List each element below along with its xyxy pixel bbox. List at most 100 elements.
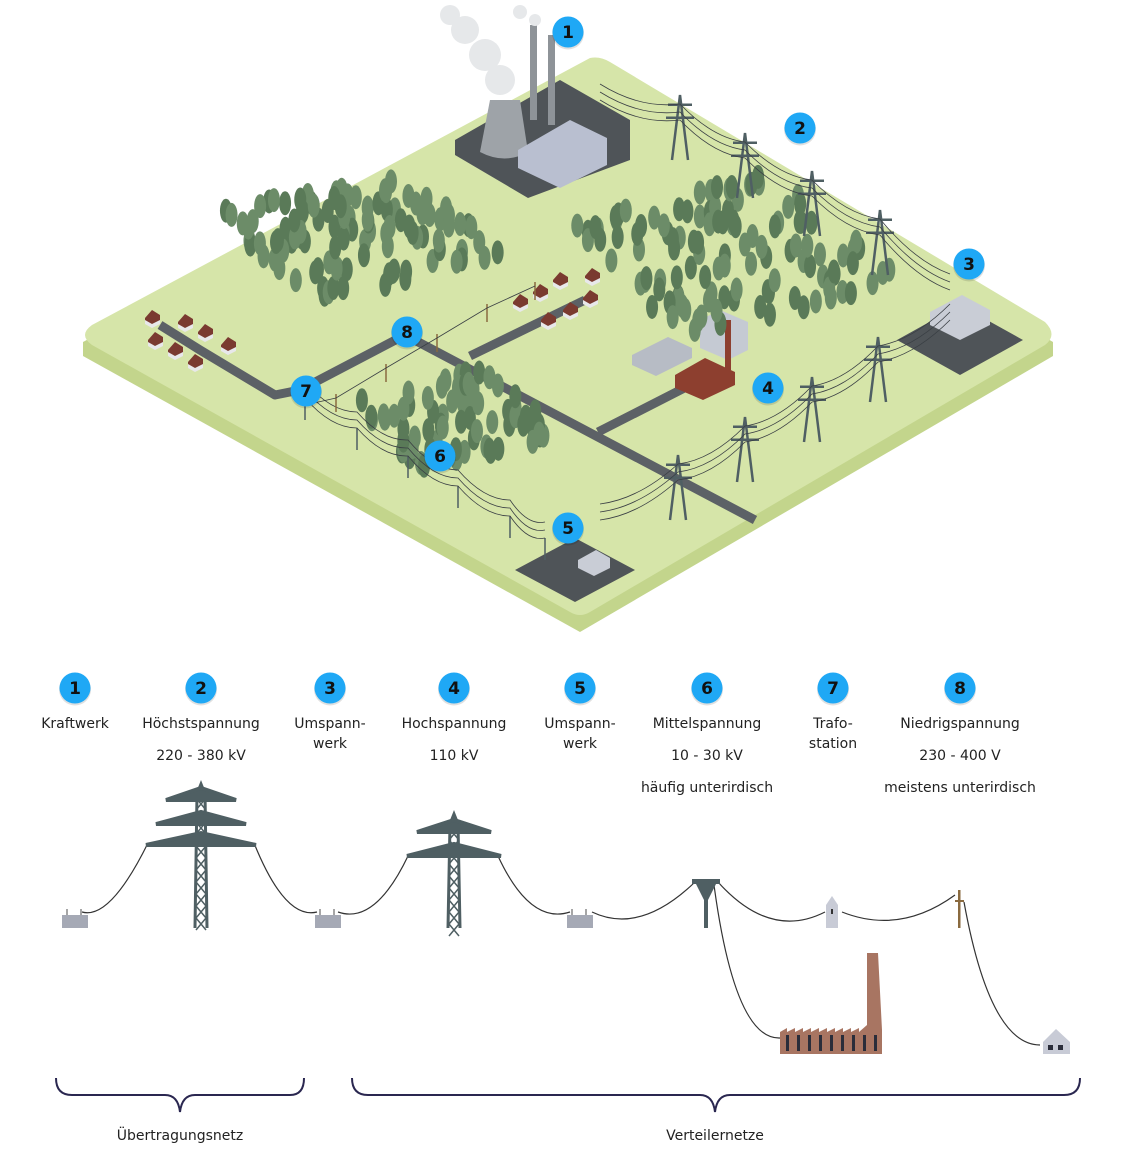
tree (329, 235, 342, 260)
house-wall (585, 278, 600, 286)
tree (377, 403, 390, 428)
legend-voltage: 230 - 400 V (919, 748, 1001, 764)
tree (684, 255, 697, 280)
number-badge: 4 (438, 672, 470, 706)
tree (673, 197, 686, 222)
tree (402, 380, 415, 405)
badge-circle (59, 672, 91, 704)
tree (327, 275, 340, 300)
tree (711, 175, 724, 200)
pylon-lattice (195, 893, 207, 907)
tree (273, 256, 286, 281)
number-badge: 8 (391, 316, 423, 350)
badge-circle (784, 112, 816, 144)
tree (727, 209, 740, 234)
wire (963, 901, 1041, 1046)
badge-circle (438, 672, 470, 704)
tree (801, 233, 814, 258)
tree (788, 286, 801, 311)
wooden-pole-icon (955, 890, 964, 928)
house-wall (168, 352, 183, 360)
tree (403, 214, 416, 239)
pylon-lattice (448, 863, 460, 877)
badge-number: 5 (574, 679, 586, 699)
tree (837, 243, 850, 268)
house-wall (178, 324, 193, 332)
tree (361, 207, 374, 232)
tree (309, 260, 322, 285)
tree (635, 213, 648, 238)
badge-number: 2 (794, 119, 806, 139)
legend-voltage: 220 - 380 kV (156, 748, 246, 764)
legend-title-line2: werk (313, 736, 348, 752)
tree (844, 281, 857, 306)
tree (473, 360, 486, 385)
wire (497, 855, 571, 915)
substation-icon (567, 909, 593, 928)
pylon-arm (416, 817, 492, 834)
tree (619, 198, 632, 223)
badge-number: 3 (324, 679, 336, 699)
tree (397, 428, 410, 453)
substation-body (567, 915, 593, 928)
map-pylons (304, 83, 951, 560)
tree (738, 232, 751, 257)
house-wall (563, 312, 578, 320)
tree (491, 240, 504, 265)
legend-title: Niedrigspannung (900, 716, 1020, 732)
tree (486, 410, 499, 435)
tree (846, 251, 859, 276)
substation-body (315, 915, 341, 928)
badge-circle (552, 16, 584, 48)
tree (782, 194, 795, 219)
tree (646, 294, 659, 319)
tree (436, 415, 449, 440)
number-badge: 3 (314, 672, 346, 706)
number-badge: 3 (953, 248, 985, 282)
badge-number: 5 (562, 519, 574, 539)
tree (718, 285, 731, 310)
tree (752, 164, 765, 189)
tree (640, 266, 653, 291)
badge-circle (290, 375, 322, 407)
tree (399, 266, 412, 291)
tree (605, 248, 618, 273)
tree (653, 277, 666, 302)
badge-circle (817, 672, 849, 704)
wire (81, 842, 149, 914)
tree (526, 429, 539, 454)
tree (693, 204, 706, 229)
tree (797, 295, 810, 320)
tree (794, 191, 807, 216)
pylon-icon (406, 809, 502, 937)
tree (337, 276, 350, 301)
pylon-icon (866, 209, 894, 276)
badge-number: 8 (401, 323, 413, 343)
number-badge: 7 (290, 375, 322, 409)
tree (450, 249, 463, 274)
brace-transmission (55, 1077, 305, 1113)
number-badge: 1 (552, 16, 584, 50)
tree (383, 214, 396, 239)
badge-circle (424, 440, 456, 472)
power-line (599, 99, 951, 291)
tree (483, 365, 496, 390)
tree (571, 213, 584, 238)
number-badge: 5 (552, 512, 584, 546)
tree (699, 265, 712, 290)
factory-chimney (725, 320, 731, 370)
tree (754, 295, 767, 320)
pylon-lattice (195, 845, 207, 859)
legend-title: Umspann- (544, 716, 615, 732)
tree (473, 230, 486, 255)
power-plant-building (518, 120, 607, 188)
tree (692, 308, 705, 333)
house-wall (583, 300, 598, 308)
pylon-mast (446, 809, 462, 929)
